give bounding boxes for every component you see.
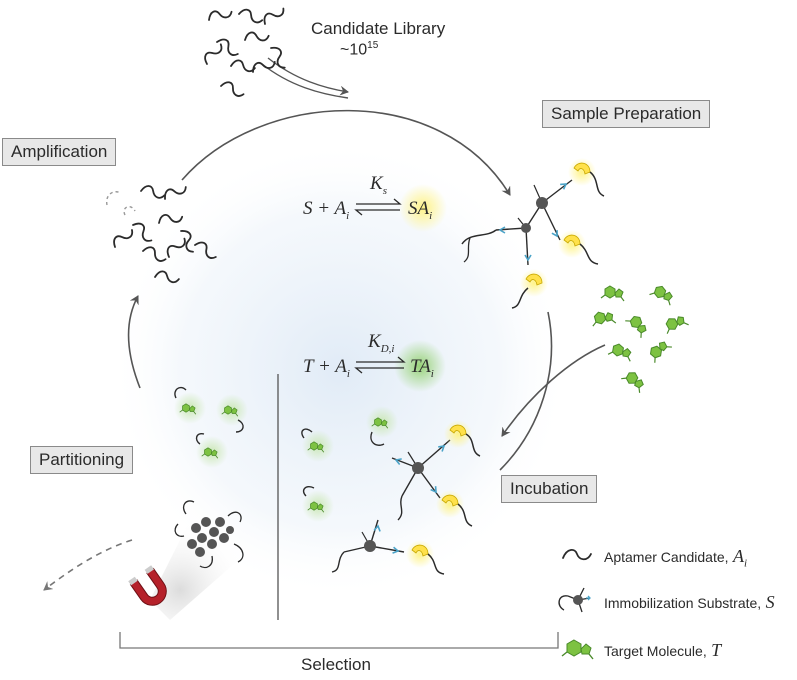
legend-symbol-aptamer: Ai: [732, 546, 747, 570]
stage-sample-preparation: Sample Preparation: [542, 100, 711, 128]
arrow-sample-to-incubation-top: [499, 311, 553, 471]
selection-bracket: [119, 632, 559, 649]
legend-item-target: Target Molecule, T: [604, 640, 721, 661]
eq-target-product-sub: i: [430, 367, 434, 380]
eq-substrate-product-sub: i: [429, 209, 433, 222]
equilibrium-arrows-target: [354, 356, 406, 374]
legend-symbol-substrate: S: [765, 592, 775, 612]
eq-target-constant: KD,i: [368, 331, 394, 355]
legend-symbol-aptamer-sub: i: [743, 557, 748, 570]
library-title: Candidate Library: [311, 19, 446, 38]
library-strands: [200, 2, 291, 99]
eq-substrate-left: S + Ai: [303, 198, 349, 222]
ta-glow: [394, 340, 446, 392]
arrow-partitioning-to-amplification: [127, 295, 141, 389]
magnetic-bead-cluster: [174, 500, 244, 569]
bound-aptamers-incubation: [301, 406, 398, 522]
eq-substrate-left-text: S + A: [303, 198, 347, 219]
legend-label-aptamer: Aptamer Candidate,: [604, 549, 729, 565]
legend-symbol-aptamer-text: A: [732, 546, 744, 566]
stage-partitioning: Partitioning: [30, 446, 134, 474]
stage-selection: Selection: [301, 655, 371, 674]
legend-item-aptamer: Aptamer Candidate, Ai: [604, 546, 747, 570]
magnet-icon: [128, 565, 167, 606]
arrow-library-to-sample: [181, 109, 511, 196]
aptamer-strand-icon: [562, 549, 592, 561]
legend-label-target: Target Molecule,: [604, 643, 707, 659]
library-count-base: ~10: [340, 41, 368, 59]
eq-target-product: TAi: [410, 356, 434, 380]
stage-amplification: Amplification: [2, 138, 117, 166]
free-target-molecules: [589, 282, 690, 394]
eq-substrate-constant-sub: s: [382, 184, 387, 197]
eq-target-left-text: T + A: [303, 356, 347, 377]
legend-symbol-target: T: [711, 640, 722, 660]
sa-glow: [399, 184, 447, 232]
substrate-complex-incubation-lower: [331, 519, 445, 575]
eq-target-product-text: TA: [410, 356, 431, 377]
substrate-complex-incubation-upper: [391, 420, 481, 527]
substrate-bead-icon: [558, 587, 591, 613]
legend-label-substrate: Immobilization Substrate,: [604, 595, 762, 611]
eq-substrate-constant: Ks: [370, 173, 387, 197]
discard-arrow: [43, 539, 133, 591]
cycle-background-glow: [110, 140, 570, 600]
eq-substrate-constant-text: K: [370, 173, 383, 194]
equilibrium-arrows-substrate: [354, 198, 402, 216]
library-count: ~1015: [340, 40, 378, 59]
eq-substrate-product-text: SA: [408, 198, 430, 219]
arrow-target-addition: [501, 344, 606, 437]
library-inlet-line-a: [261, 63, 349, 99]
stage-incubation: Incubation: [501, 475, 598, 503]
eq-target-constant-sub: D,i: [380, 342, 395, 355]
eq-target-left-sub: i: [346, 367, 350, 380]
legend-item-substrate: Immobilization Substrate, S: [604, 592, 775, 613]
eq-substrate-left-sub: i: [346, 209, 350, 222]
library-inlet-line-b: [267, 57, 349, 96]
eq-target-left: T + Ai: [303, 356, 350, 380]
library-count-exponent: 15: [367, 40, 379, 51]
target-molecule-icon: [561, 639, 594, 660]
substrate-complex-top: [461, 158, 605, 309]
eq-substrate-product: SAi: [408, 198, 432, 222]
amplification-strands: [106, 180, 220, 284]
bound-aptamers-partition: [174, 386, 248, 468]
eq-target-constant-text: K: [368, 331, 381, 352]
magnet-beam: [150, 520, 250, 620]
